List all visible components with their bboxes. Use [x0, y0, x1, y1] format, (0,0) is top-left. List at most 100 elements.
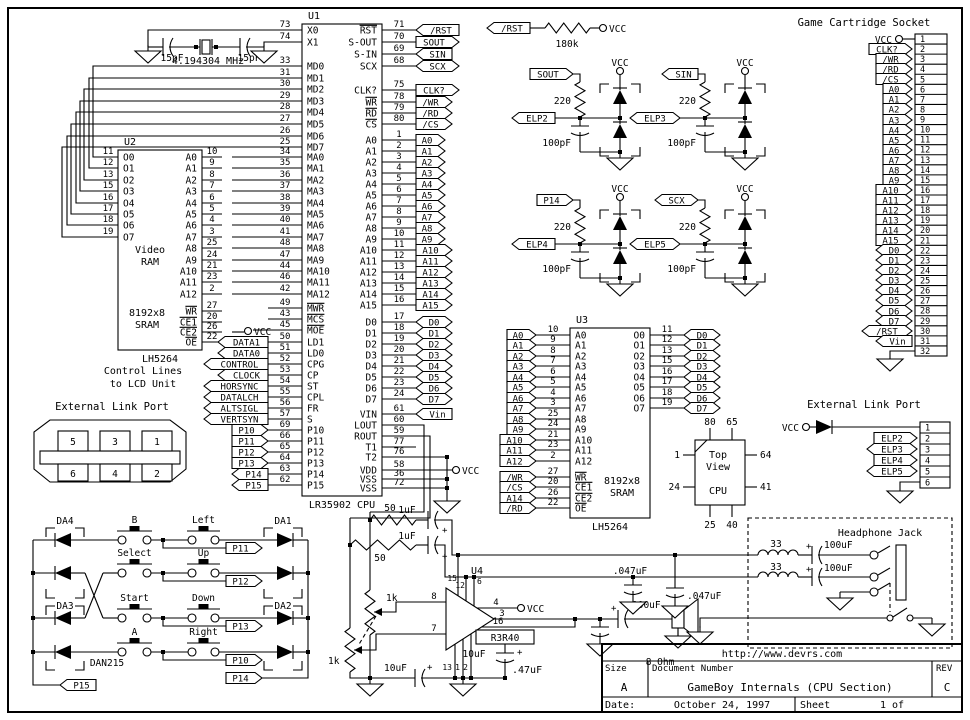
flag-a14: A14: [415, 287, 453, 301]
label-12: 12: [455, 581, 465, 590]
svg-text:D1: D1: [889, 257, 900, 267]
svg-text:DATA0: DATA0: [233, 350, 260, 360]
svg-text:A9: A9: [513, 426, 524, 436]
svg-text:8: 8: [920, 105, 925, 115]
svg-text:59: 59: [394, 426, 405, 436]
svg-text:O3: O3: [634, 362, 645, 373]
ground-symbol: [355, 683, 385, 697]
part-ch-10uf: 10uF+: [384, 663, 433, 688]
svg-text:CE1: CE1: [180, 318, 197, 329]
chip-refdes: U2: [124, 137, 136, 148]
svg-text:3: 3: [925, 446, 930, 456]
flag-d2: D2: [415, 337, 453, 351]
part-value: VCC: [875, 35, 892, 46]
label-externallinkport: External Link Port: [55, 401, 169, 413]
part-gnd: [885, 485, 915, 504]
svg-text:DA3: DA3: [56, 601, 73, 612]
svg-text:56: 56: [280, 398, 291, 408]
svg-text:P11: P11: [238, 438, 254, 448]
svg-text:P12: P12: [232, 578, 248, 588]
svg-text:CE1: CE1: [575, 483, 592, 494]
ground-symbol: [605, 283, 635, 297]
svg-text:MD0: MD0: [307, 62, 324, 73]
junction-dot: [743, 242, 747, 246]
flag-p12: P12: [225, 574, 263, 588]
svg-text:69: 69: [394, 44, 405, 54]
flag-sin: SIN: [661, 67, 699, 81]
junction-dot: [348, 543, 352, 547]
ground-symbol: [917, 623, 947, 637]
svg-text:MD7: MD7: [307, 143, 324, 154]
flag-a2: A2: [506, 349, 537, 363]
svg-text:16: 16: [103, 193, 114, 203]
svg-text:SOUT: SOUT: [537, 71, 559, 81]
svg-text:D5: D5: [889, 297, 900, 307]
ground-symbol: [448, 683, 478, 697]
svg-text:O2: O2: [123, 176, 134, 187]
wires: [32, 27, 932, 686]
svg-text:Top: Top: [709, 450, 727, 461]
flag-p15: P15: [59, 678, 97, 692]
svg-text:16: 16: [662, 367, 673, 377]
flag-d1: D1: [683, 338, 721, 352]
part-value: 33: [770, 539, 781, 550]
svg-text:16: 16: [394, 295, 405, 305]
svg-text:DA1: DA1: [274, 516, 291, 527]
svg-text:5: 5: [209, 204, 214, 214]
svg-text:/RST: /RST: [876, 328, 898, 338]
junction-dot: [31, 650, 35, 654]
flag-control: CONTROL: [203, 357, 269, 371]
flag-data1: DATA1: [217, 335, 269, 349]
flag-vin: Vin: [415, 407, 453, 421]
svg-text:/RD: /RD: [882, 66, 898, 76]
game-cartridge-socket: 1234567891011121314151617181920212223242…: [914, 33, 948, 357]
svg-text:22: 22: [207, 332, 218, 342]
svg-text:A8: A8: [186, 244, 198, 255]
svg-text:D4: D4: [366, 362, 378, 373]
svg-text:MA0: MA0: [307, 153, 324, 164]
diode-array-da1: DA1: [263, 516, 303, 599]
junction-dot: [31, 616, 35, 620]
svg-text:220: 220: [554, 222, 571, 233]
flag-a12: A12: [415, 265, 453, 279]
svg-text:A6: A6: [422, 203, 433, 213]
svg-text:A7: A7: [575, 404, 586, 415]
svg-text:A3: A3: [889, 117, 900, 127]
chip-u3: U3LH52648192x8SRAM10A09A18A27A36A45A54A6…: [536, 315, 684, 533]
part-value: 1k: [328, 656, 340, 667]
part-boxt-r3r40: R3R40: [475, 629, 535, 645]
svg-text:30: 30: [920, 327, 930, 337]
svg-text:A12: A12: [506, 458, 522, 468]
part-cv-047uf: .047uF: [665, 587, 722, 602]
svg-text:MD1: MD1: [307, 74, 324, 85]
label-15: 15: [447, 574, 457, 583]
svg-text:50: 50: [280, 332, 291, 342]
label-47uf: .47uF: [512, 665, 542, 676]
label-gamecartridgesocket: Game Cartridge Socket: [798, 17, 931, 29]
flag-elp5: ELP5: [629, 237, 681, 251]
flag-a11: A11: [875, 193, 913, 207]
svg-text:24: 24: [669, 482, 681, 493]
svg-text:A11: A11: [506, 447, 522, 457]
flag-rd: /RD: [415, 106, 453, 120]
svg-text:18: 18: [662, 388, 673, 398]
part-gnd: [660, 600, 690, 619]
flag-elp5: ELP5: [866, 464, 918, 478]
svg-text:Start: Start: [120, 593, 149, 604]
vcc-symbol: [740, 192, 750, 202]
flag-a6: A6: [415, 199, 446, 213]
svg-text:5: 5: [550, 377, 555, 387]
svg-text:P13: P13: [238, 460, 254, 470]
junction-dot: [598, 617, 602, 621]
svg-text:R3R40: R3R40: [491, 633, 520, 644]
diode-array-partnumber: DAN215: [90, 658, 124, 669]
svg-text:2: 2: [920, 45, 925, 55]
svg-text:13: 13: [662, 346, 673, 356]
svg-text:View: View: [706, 462, 731, 473]
svg-text:/RST: /RST: [501, 25, 523, 35]
svg-text:CLK?: CLK?: [876, 46, 898, 56]
flag-a14: A14: [499, 491, 537, 505]
part-cv: [590, 626, 610, 638]
part-gnd: [585, 638, 615, 657]
